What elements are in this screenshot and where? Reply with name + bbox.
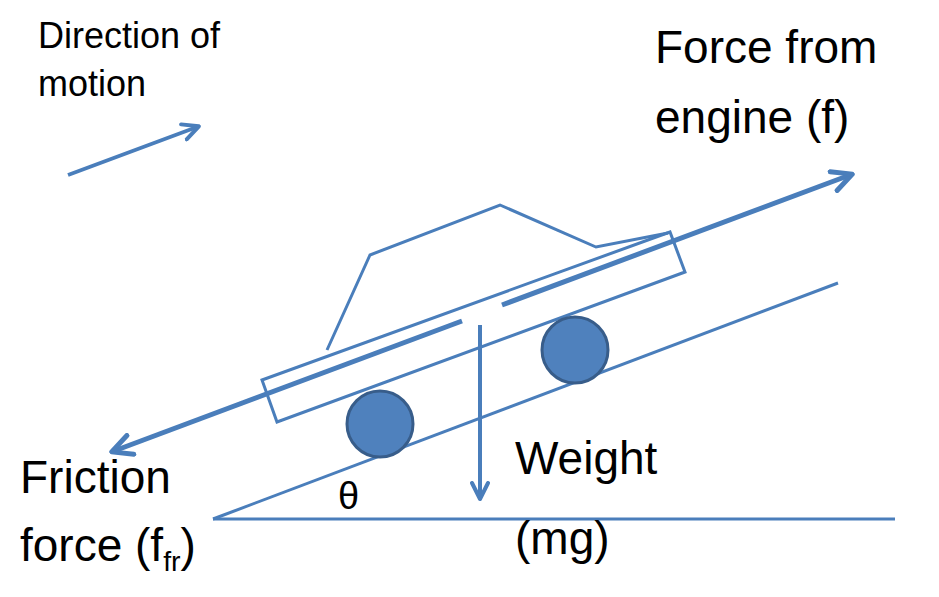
engine-force-arrow — [502, 175, 850, 305]
weight-arrow — [478, 325, 482, 497]
car — [262, 205, 685, 457]
motion-direction-arrow — [68, 127, 197, 175]
angle-label: θ — [338, 474, 378, 518]
car-roof — [327, 205, 668, 350]
subscript: fr — [163, 545, 180, 577]
force-label: ) — [181, 519, 196, 571]
rear-wheel — [347, 391, 413, 457]
force-label: Friction force (f — [20, 451, 171, 571]
friction-label-group: Friction force (ffr) — [20, 443, 252, 595]
force-arrows — [68, 127, 850, 497]
front-wheel — [542, 317, 608, 383]
friction-force-arrow — [114, 321, 462, 451]
motion-label: Direction of motion — [38, 12, 233, 108]
force-label: Force from engine (f) — [655, 12, 920, 152]
force-label: Weight (mg) — [515, 418, 690, 578]
